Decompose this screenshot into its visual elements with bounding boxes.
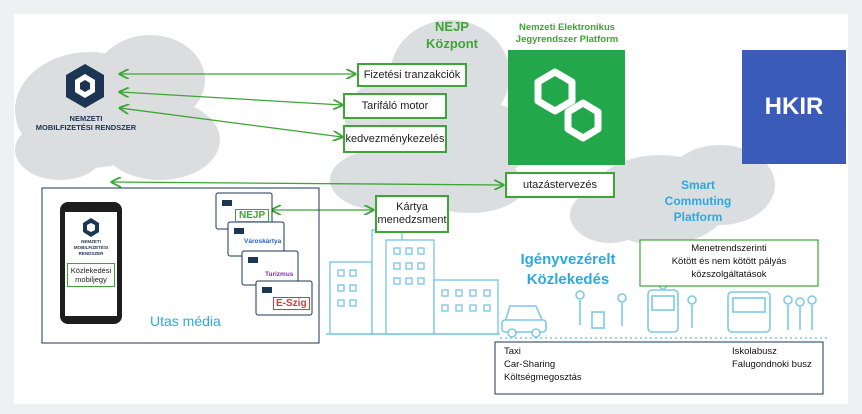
phone-brand2: MOBILFIZETÉSI RENDSZER [73,245,109,256]
person-luggage-icon [575,290,605,329]
igeny-line1: Igényvezérelt [520,251,616,268]
box-fizetesi: Fizetési tranzakciók [357,63,467,87]
igeny-title: Igényvezérelt Közlekedés [508,250,628,290]
list-item: Iskolabusz [732,346,777,357]
arrow-tarifalo [120,92,342,105]
hkir-label: HKIR [764,93,824,120]
arrow-kedvezmeny [120,108,342,137]
transport-icons [500,281,828,339]
list-item: Car-Sharing [504,359,556,370]
smart-line3: Platform [673,210,723,224]
utas-media-frame [41,187,320,344]
nemzeti-line2: MOBILFIZETÉSI RENDSZER [35,123,137,132]
card-turizmus-icon [241,250,299,286]
menetrend-text: Menetrendszerinti Kötött és nem kötött p… [640,242,818,281]
cloud-right [570,145,775,245]
box-kartya: Kártya menedzsment [375,195,449,233]
list-item: Taxi [504,346,521,357]
menetrend-line3: közszolgáltatások [691,269,767,280]
card-varos-label: Városkártya [244,238,282,245]
phone-brand1: NEMZETI [81,239,101,244]
platform-logo-icon [534,68,602,142]
bottom-info-frame [494,341,824,395]
nemzeti-logo-icon [66,64,104,108]
person-icon-2 [687,295,697,328]
menetrend-frame [639,239,819,287]
nejp-line1: NEJP [435,19,469,34]
phone-ticket: Közlekedési mobiljegy [67,263,115,287]
car-icon [501,305,547,338]
nemzeti-line1: NEMZETI [69,114,103,123]
person-icon [617,293,627,326]
box-kedvezmeny: kedvezménykezelés [343,125,447,153]
nemzeti-title: NEMZETI MOBILFIZETÉSI RENDSZER [30,114,142,132]
nejp-line2: Központ [426,36,478,51]
arrow-utazas [112,182,503,185]
phone-brand: NEMZETI MOBILFIZETÉSI RENDSZER [65,239,117,257]
box-tarifalo: Tarifáló motor [343,93,447,119]
city-buildings-icon [326,229,500,335]
bottom-right-list: Iskolabusz Falugondnoki busz [732,345,812,371]
platform-line2: Jegyrendszer Platform [515,34,619,45]
smart-line2: Commuting [664,194,732,208]
list-item: Költségmegosztás [504,372,582,383]
smart-line1: Smart [680,178,715,192]
list-item: Falugondnoki busz [732,359,812,370]
utas-media-label: Utas média [150,313,221,329]
platform-title: Nemzeti Elektronikus Jegyrendszer Platfo… [505,22,629,46]
platform-line1: Nemzeti Elektronikus [518,22,616,33]
menetrend-line1: Menetrendszerinti [691,243,767,254]
smart-commuting-title: Smart Commuting Platform [650,177,746,225]
nejp-kozpont-title: NEJP Központ [412,18,492,52]
phone-logo-icon [83,218,99,237]
tram-icon [647,281,679,333]
card-eszig-label: E-Szig [273,297,310,310]
bus-icon [727,291,771,333]
card-nejp-label: NEJP [235,209,270,222]
card-turizmus-label: Turizmus [265,271,294,278]
bottom-left-list: Taxi Car-Sharing Költségmegosztás [504,345,582,384]
people-group-icon [783,295,817,330]
igeny-line2: Közlekedés [526,271,610,288]
menetrend-line2: Kötött és nem kötött pályás [671,256,787,267]
hkir-square [742,50,846,164]
box-utazas: utazástervezés [505,172,615,198]
